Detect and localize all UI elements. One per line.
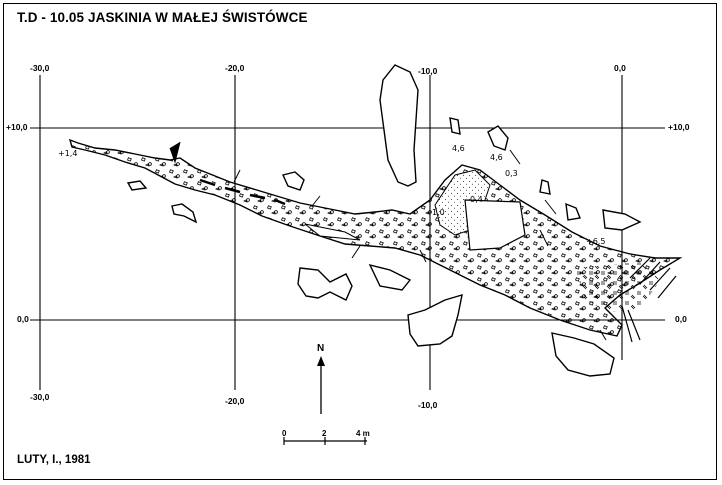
north-arrow xyxy=(317,356,325,414)
grid-label-left-y-0: 0,0 xyxy=(17,314,29,324)
depth-label: 4,6 xyxy=(490,153,503,162)
section-a xyxy=(282,171,305,191)
scale-label-4m: 4 m xyxy=(356,429,370,438)
north-label: N xyxy=(317,343,325,354)
section-d xyxy=(297,267,353,301)
grid-label-bottom-x-10: -10,0 xyxy=(418,400,438,410)
scale-label-2: 2 xyxy=(322,429,327,438)
section-i xyxy=(449,117,461,135)
section-c xyxy=(171,203,198,224)
grid-label-top-x-0: 0,0 xyxy=(614,63,626,73)
depth-label: 0,3 xyxy=(505,169,518,178)
section-j xyxy=(539,179,551,195)
grid-label-bottom-x-20: -20,0 xyxy=(225,396,245,406)
depth-label: +1,4 xyxy=(58,149,78,158)
section-b xyxy=(126,180,148,191)
depth-label: 1,0 xyxy=(432,208,445,217)
cross-sections xyxy=(126,64,642,377)
main-passage xyxy=(68,138,683,337)
section-l xyxy=(602,209,642,231)
grid-label-top-x-30: -30,0 xyxy=(30,63,50,73)
grid-label-right-y-10: +10,0 xyxy=(668,122,690,132)
section-north xyxy=(379,64,419,187)
scale-label-0: 0 xyxy=(282,429,287,438)
section-g xyxy=(551,332,615,377)
grid-label-top-x-20: -20,0 xyxy=(225,63,245,73)
depth-label: 4,6 xyxy=(452,144,465,153)
section-e xyxy=(368,263,412,291)
grid-label-right-y-0: 0,0 xyxy=(675,314,687,324)
grid-label-left-y-10: +10,0 xyxy=(6,122,28,132)
section-k xyxy=(565,202,581,221)
depth-label: 0,4 xyxy=(470,195,483,204)
section-markers xyxy=(169,141,607,341)
map-frame xyxy=(3,3,717,480)
section-f xyxy=(407,294,463,347)
entrance-slope-marks xyxy=(621,257,677,343)
map-author: LUTY, I., 1981 xyxy=(17,454,91,466)
map-title: T.D - 10.05 JASKINIA W MAŁEJ ŚWISTÓWCE xyxy=(17,10,308,25)
grid-label-top-x-10: -10,0 xyxy=(418,66,438,76)
scale-bar xyxy=(283,437,367,445)
section-h xyxy=(487,125,509,151)
grid-label-bottom-x-30: -30,0 xyxy=(30,392,50,402)
depth-label: +6,5 xyxy=(586,237,606,246)
